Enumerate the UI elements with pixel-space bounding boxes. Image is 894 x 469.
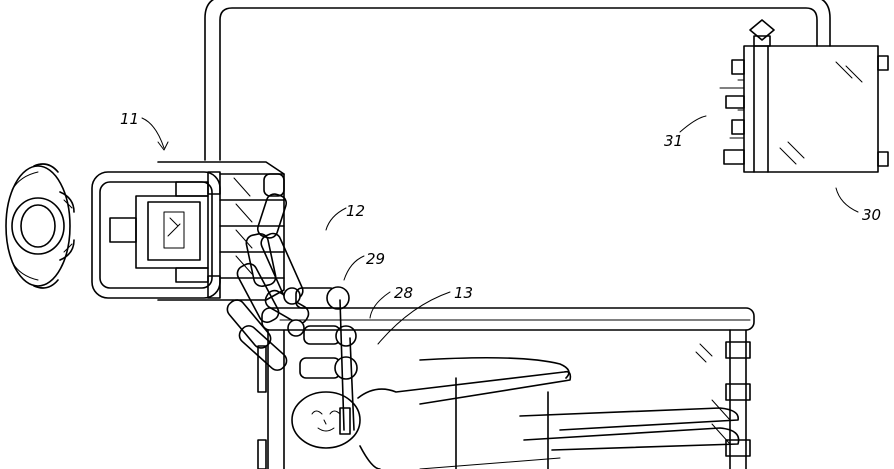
leader-lines xyxy=(141,115,859,345)
patient-side-cart xyxy=(226,193,358,435)
ref-numeral-30: 30 xyxy=(862,206,881,224)
surgeon-console xyxy=(91,161,285,301)
ref-numeral-12: 12 xyxy=(346,202,365,220)
overhead-cable xyxy=(204,0,831,161)
ref-numeral-31: 31 xyxy=(664,132,683,150)
ref-numeral-11: 11 xyxy=(120,110,139,128)
operating-table xyxy=(257,307,755,469)
ref-numeral-13: 13 xyxy=(454,284,473,302)
surgeon-figure xyxy=(5,163,75,289)
auxiliary-cart xyxy=(719,19,889,173)
ref-numeral-29: 29 xyxy=(366,250,385,268)
patient-figure xyxy=(291,356,740,469)
ref-numeral-28: 28 xyxy=(394,284,413,302)
